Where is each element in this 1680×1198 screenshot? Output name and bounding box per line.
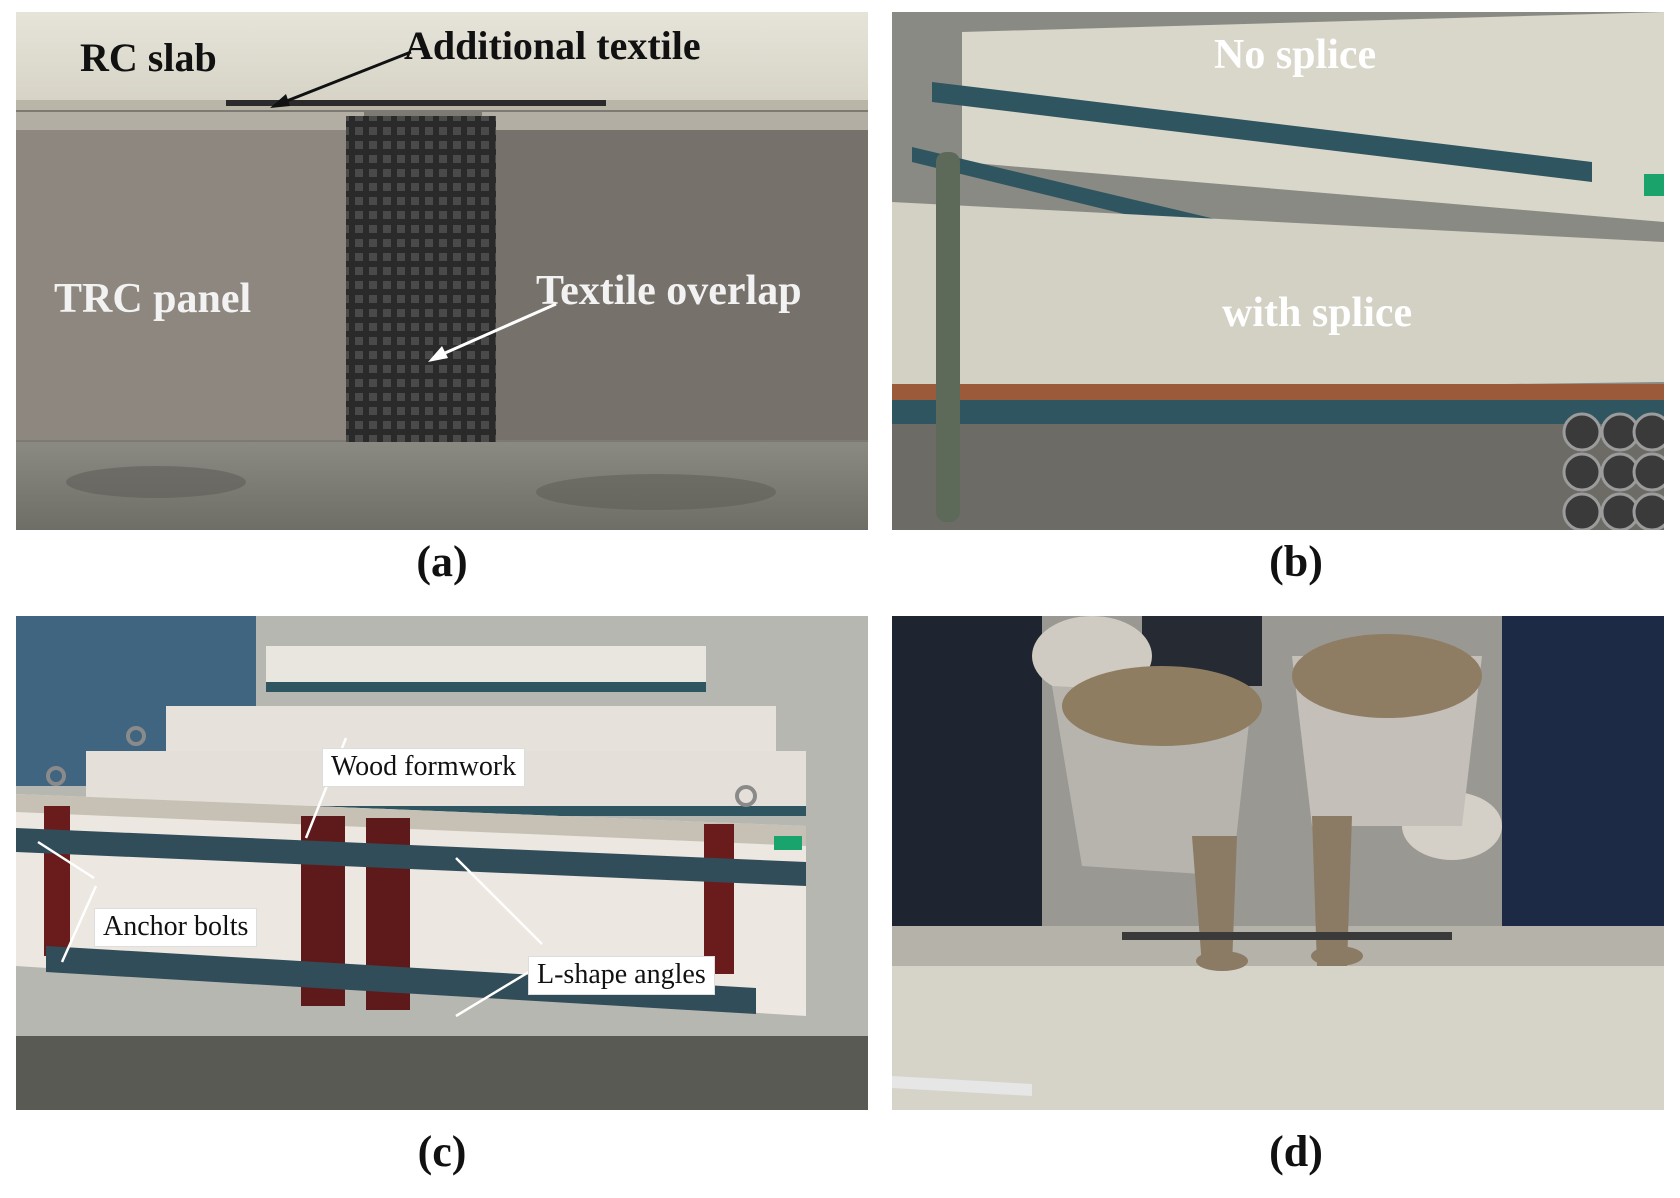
label-additional-textile: Additional textile bbox=[404, 23, 701, 68]
photo-panel-c: Wood formwork Anchor bolts L-shape angle… bbox=[16, 616, 868, 1110]
photo-c-image bbox=[16, 616, 868, 1110]
photo-panel-d bbox=[892, 616, 1664, 1110]
photo-panel-a: RC slab Additional textile TRC panel Tex… bbox=[16, 12, 868, 530]
photo-b-image bbox=[892, 12, 1664, 530]
photo-d-image bbox=[892, 616, 1664, 1110]
label-no-splice: No splice bbox=[1214, 32, 1377, 78]
label-rc-slab: RC slab bbox=[80, 35, 217, 80]
caption-d: (d) bbox=[1269, 1127, 1323, 1176]
caption-b: (b) bbox=[1269, 537, 1323, 586]
photo-a-image bbox=[16, 12, 868, 530]
photo-panel-b: No splice with splice bbox=[892, 12, 1664, 530]
caption-a: (a) bbox=[416, 537, 468, 586]
label-with-splice: with splice bbox=[1222, 290, 1413, 336]
label-textile-overlap: Textile overlap bbox=[536, 268, 802, 314]
caption-c: (c) bbox=[417, 1127, 467, 1176]
label-wood-formwork: Wood formwork bbox=[322, 748, 526, 787]
label-trc-panel: TRC panel bbox=[54, 276, 252, 322]
label-anchor-bolts: Anchor bolts bbox=[94, 908, 258, 947]
label-l-shape-angles: L-shape angles bbox=[528, 956, 715, 995]
